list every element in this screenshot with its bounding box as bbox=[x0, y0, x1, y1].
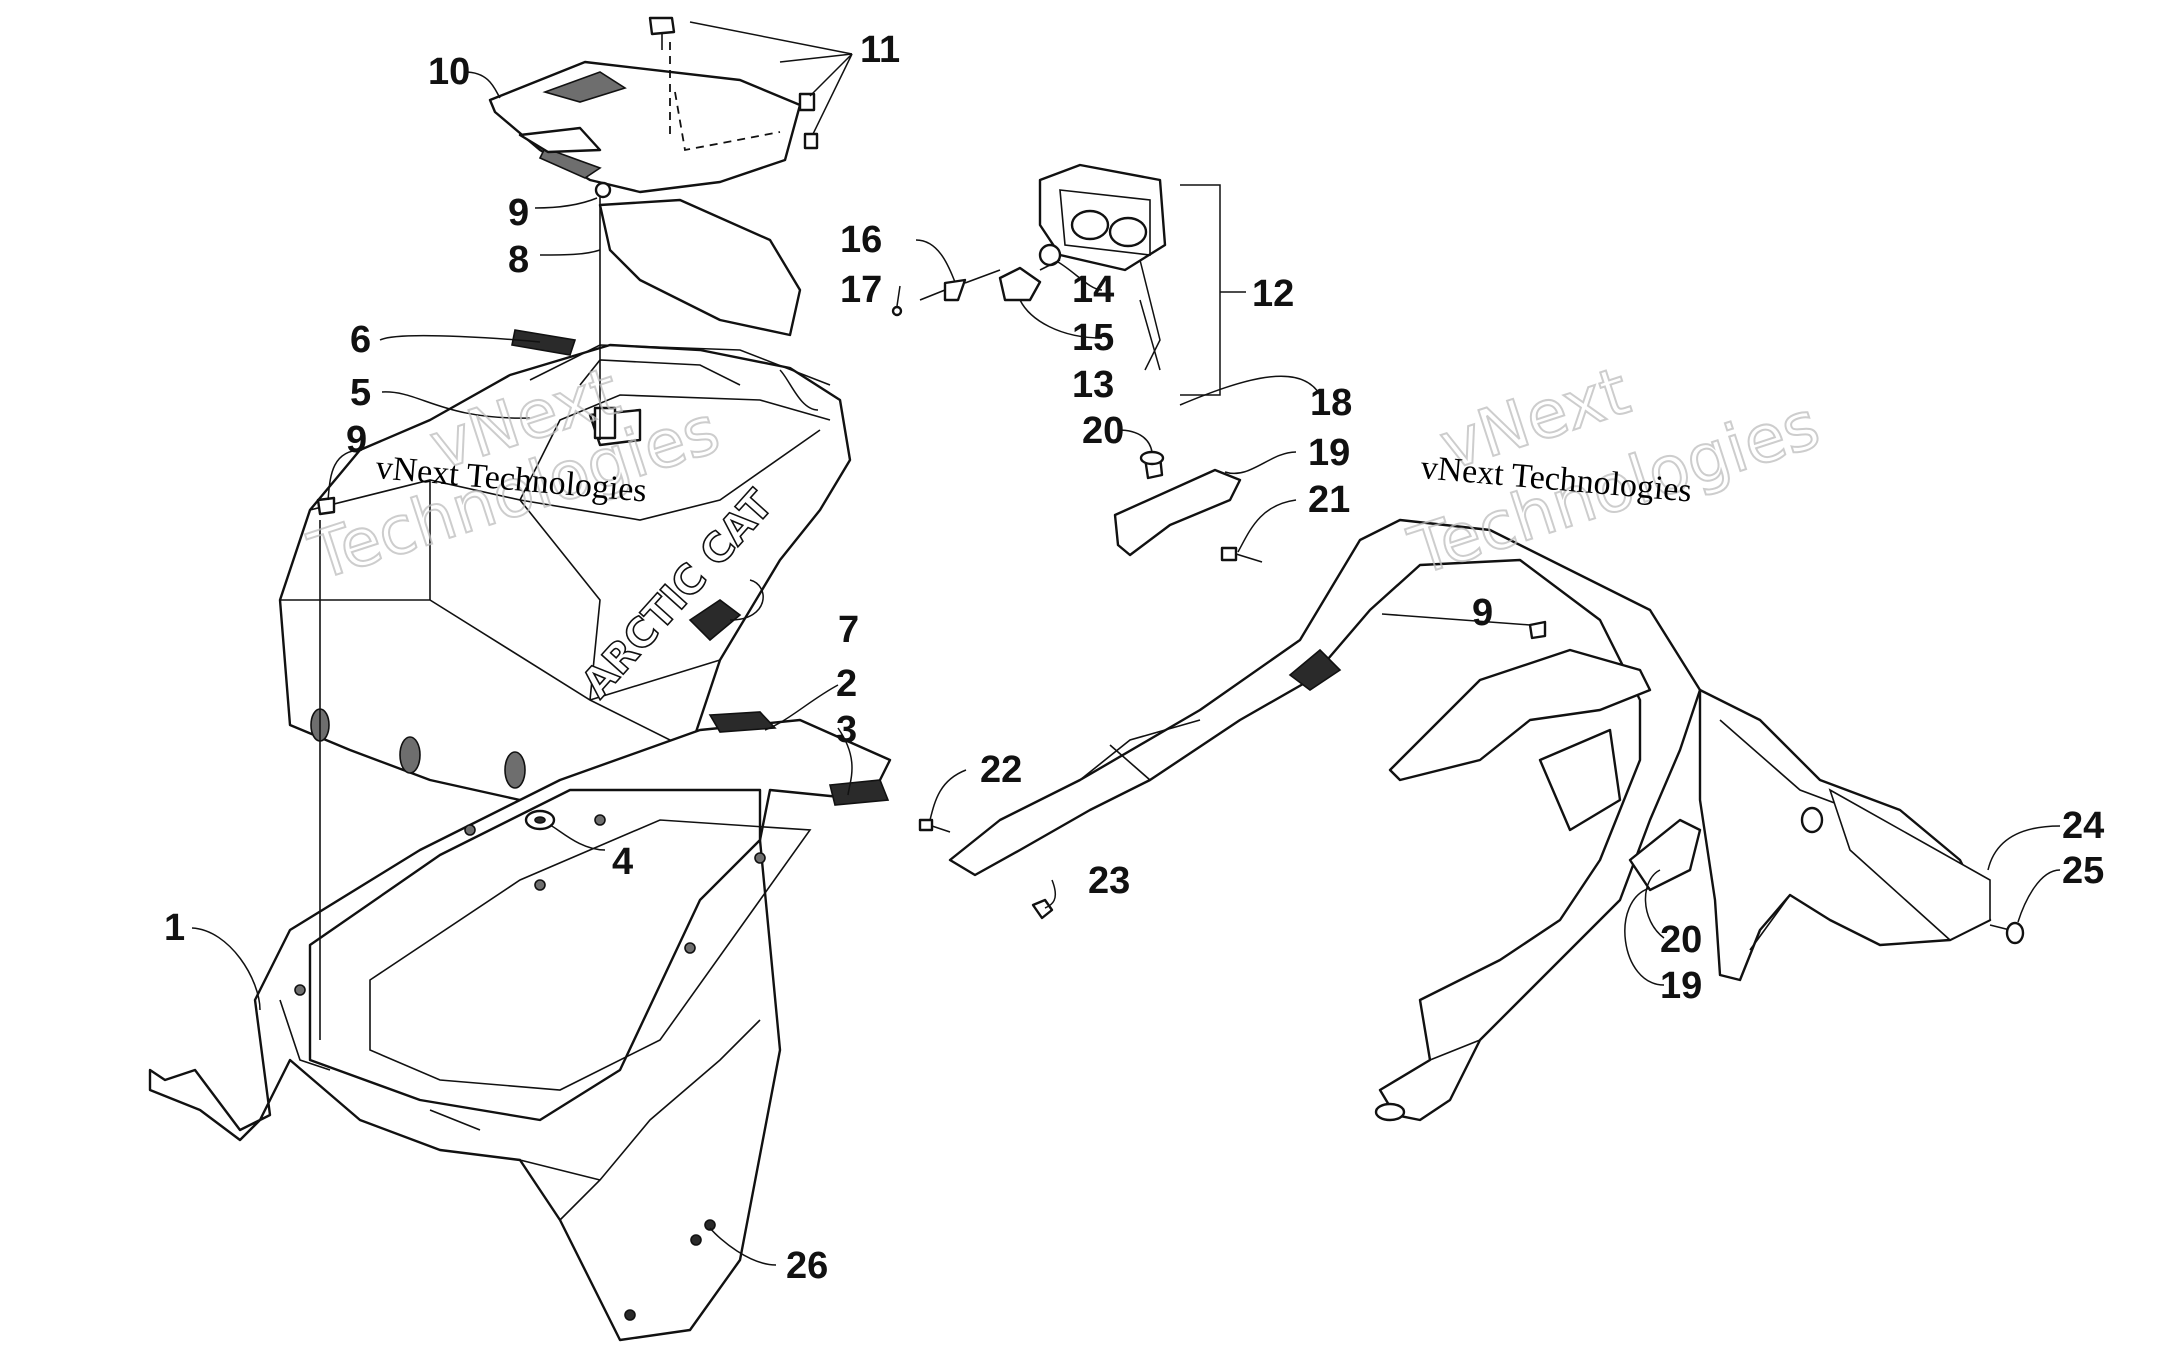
callout-9-left: 9 bbox=[346, 419, 367, 461]
part-18-rear-bumper bbox=[948, 518, 1702, 1122]
callout-12: 12 bbox=[1252, 273, 1294, 315]
callout-9-right: 9 bbox=[1472, 592, 1493, 634]
part-12-tail-light bbox=[1038, 163, 1167, 371]
part-11-fasteners bbox=[648, 16, 819, 150]
part-17-washer bbox=[891, 305, 903, 317]
callout-7: 7 bbox=[838, 609, 859, 651]
part-16-screw bbox=[919, 278, 967, 302]
callout-20-top: 20 bbox=[1082, 410, 1124, 452]
part-9-screw-right bbox=[1528, 620, 1547, 640]
part-21-bolt bbox=[1220, 546, 1263, 563]
leader-lines bbox=[191, 21, 2061, 1266]
part-1-rear-tunnel bbox=[148, 711, 892, 1342]
callout-4: 4 bbox=[612, 841, 633, 883]
part-19-lower-plate bbox=[1628, 818, 1702, 892]
callout-8: 8 bbox=[508, 239, 529, 281]
callout-24: 24 bbox=[2062, 805, 2104, 847]
callout-17: 17 bbox=[840, 269, 882, 311]
callout-5: 5 bbox=[350, 372, 371, 414]
callout-10: 10 bbox=[428, 51, 470, 93]
callout-9-top: 9 bbox=[508, 192, 529, 234]
callout-13: 13 bbox=[1072, 364, 1114, 406]
part-15-socket bbox=[998, 259, 1061, 302]
part-19-mount-plate bbox=[1113, 468, 1242, 557]
part-18-side-bracket bbox=[1388, 648, 1652, 832]
part-25-screw bbox=[1989, 921, 2025, 945]
callout-3: 3 bbox=[836, 709, 857, 751]
callout-2: 2 bbox=[836, 663, 857, 705]
callout-6: 6 bbox=[350, 319, 371, 361]
callout-26: 26 bbox=[786, 1245, 828, 1287]
group-bracket bbox=[1180, 184, 1221, 396]
callout-11: 11 bbox=[860, 29, 900, 71]
part-8-seat-plate bbox=[594, 181, 802, 337]
callout-19-bottom: 19 bbox=[1660, 965, 1702, 1007]
part-7-seat-body: ARCTIC CAT bbox=[278, 343, 852, 802]
callout-20-bottom: 20 bbox=[1660, 919, 1702, 961]
part-24-fender-flap bbox=[1698, 688, 1992, 982]
callout-21: 21 bbox=[1308, 479, 1350, 521]
callout-22: 22 bbox=[980, 749, 1022, 791]
part-20-bolt bbox=[1139, 450, 1165, 480]
watermark-right: Technologies vNext vNext Technologies bbox=[1399, 351, 1829, 591]
callout-labels: 10 11 9 8 6 5 9 7 2 3 4 1 26 16 17 14 15… bbox=[164, 29, 2104, 1287]
part-6-decal bbox=[511, 329, 577, 356]
callout-1: 1 bbox=[164, 907, 185, 949]
alignment-line bbox=[964, 269, 1001, 284]
part-23-nut bbox=[1031, 898, 1054, 920]
callout-23: 23 bbox=[1088, 860, 1130, 902]
part-10-seat-cover bbox=[488, 60, 802, 194]
callout-19-top: 19 bbox=[1308, 432, 1350, 474]
callout-15: 15 bbox=[1072, 317, 1114, 359]
callout-16: 16 bbox=[840, 219, 882, 261]
callout-14: 14 bbox=[1072, 269, 1114, 311]
part-22-bolt bbox=[918, 818, 951, 833]
callout-18: 18 bbox=[1310, 382, 1352, 424]
callout-25: 25 bbox=[2062, 850, 2104, 892]
part-4-grommet bbox=[524, 809, 556, 831]
